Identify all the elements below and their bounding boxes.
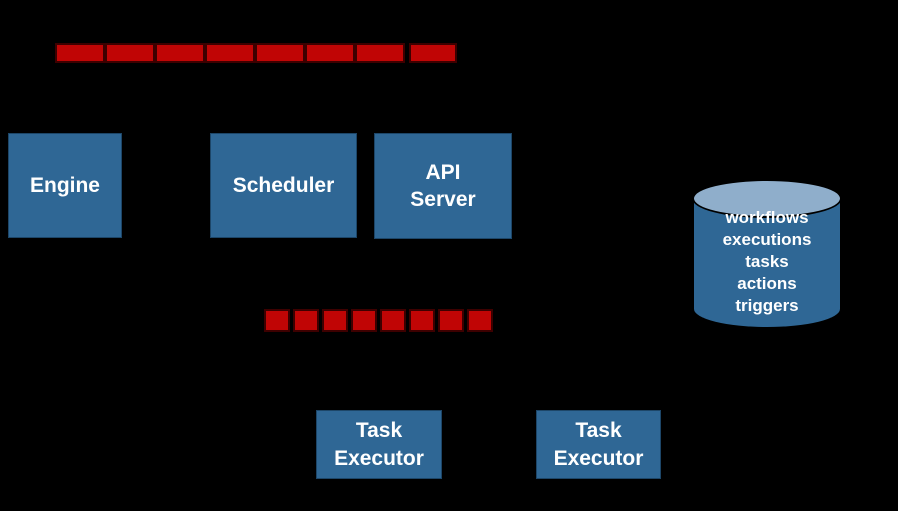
task-executor-label: Task Executor xyxy=(334,419,424,470)
queue-segment xyxy=(380,309,406,332)
queue-segment xyxy=(409,43,457,63)
api-server-box: API Server xyxy=(374,133,512,239)
engine-label: Engine xyxy=(29,173,100,197)
queue-segment xyxy=(205,43,255,63)
queue-segment xyxy=(264,309,290,332)
datastore-item: tasks xyxy=(745,252,789,271)
datastore-item: actions xyxy=(737,274,797,293)
queue-segment xyxy=(255,43,305,63)
scheduler-box: Scheduler xyxy=(210,133,357,238)
api-server-label: API Server xyxy=(410,160,476,211)
datastore-item: triggers xyxy=(735,296,799,315)
queue-segment xyxy=(305,43,355,63)
scheduler-label: Scheduler xyxy=(232,173,335,197)
queue-segment xyxy=(351,309,377,332)
queue-segment xyxy=(155,43,205,63)
message-queue-bottom xyxy=(264,309,493,332)
datastore-item: workflows xyxy=(725,208,809,227)
task-executor-box-1: Task Executor xyxy=(316,410,442,479)
datastore-cylinder xyxy=(692,198,842,329)
datastore-items: workflows executions tasks actions trigg… xyxy=(692,207,842,317)
message-queue-top xyxy=(55,43,457,63)
queue-segment xyxy=(355,43,405,63)
queue-segment xyxy=(438,309,464,332)
queue-segment xyxy=(467,309,493,332)
engine-box: Engine xyxy=(8,133,122,238)
datastore-cylinder-cap xyxy=(692,179,842,218)
queue-segment xyxy=(105,43,155,63)
task-executor-label: Task Executor xyxy=(553,419,644,470)
queue-segment xyxy=(409,309,435,332)
queue-segment xyxy=(55,43,105,63)
queue-segment xyxy=(293,309,319,332)
task-executor-box-2: Task Executor xyxy=(536,410,661,479)
queue-segment xyxy=(322,309,348,332)
datastore-item: executions xyxy=(722,230,812,249)
